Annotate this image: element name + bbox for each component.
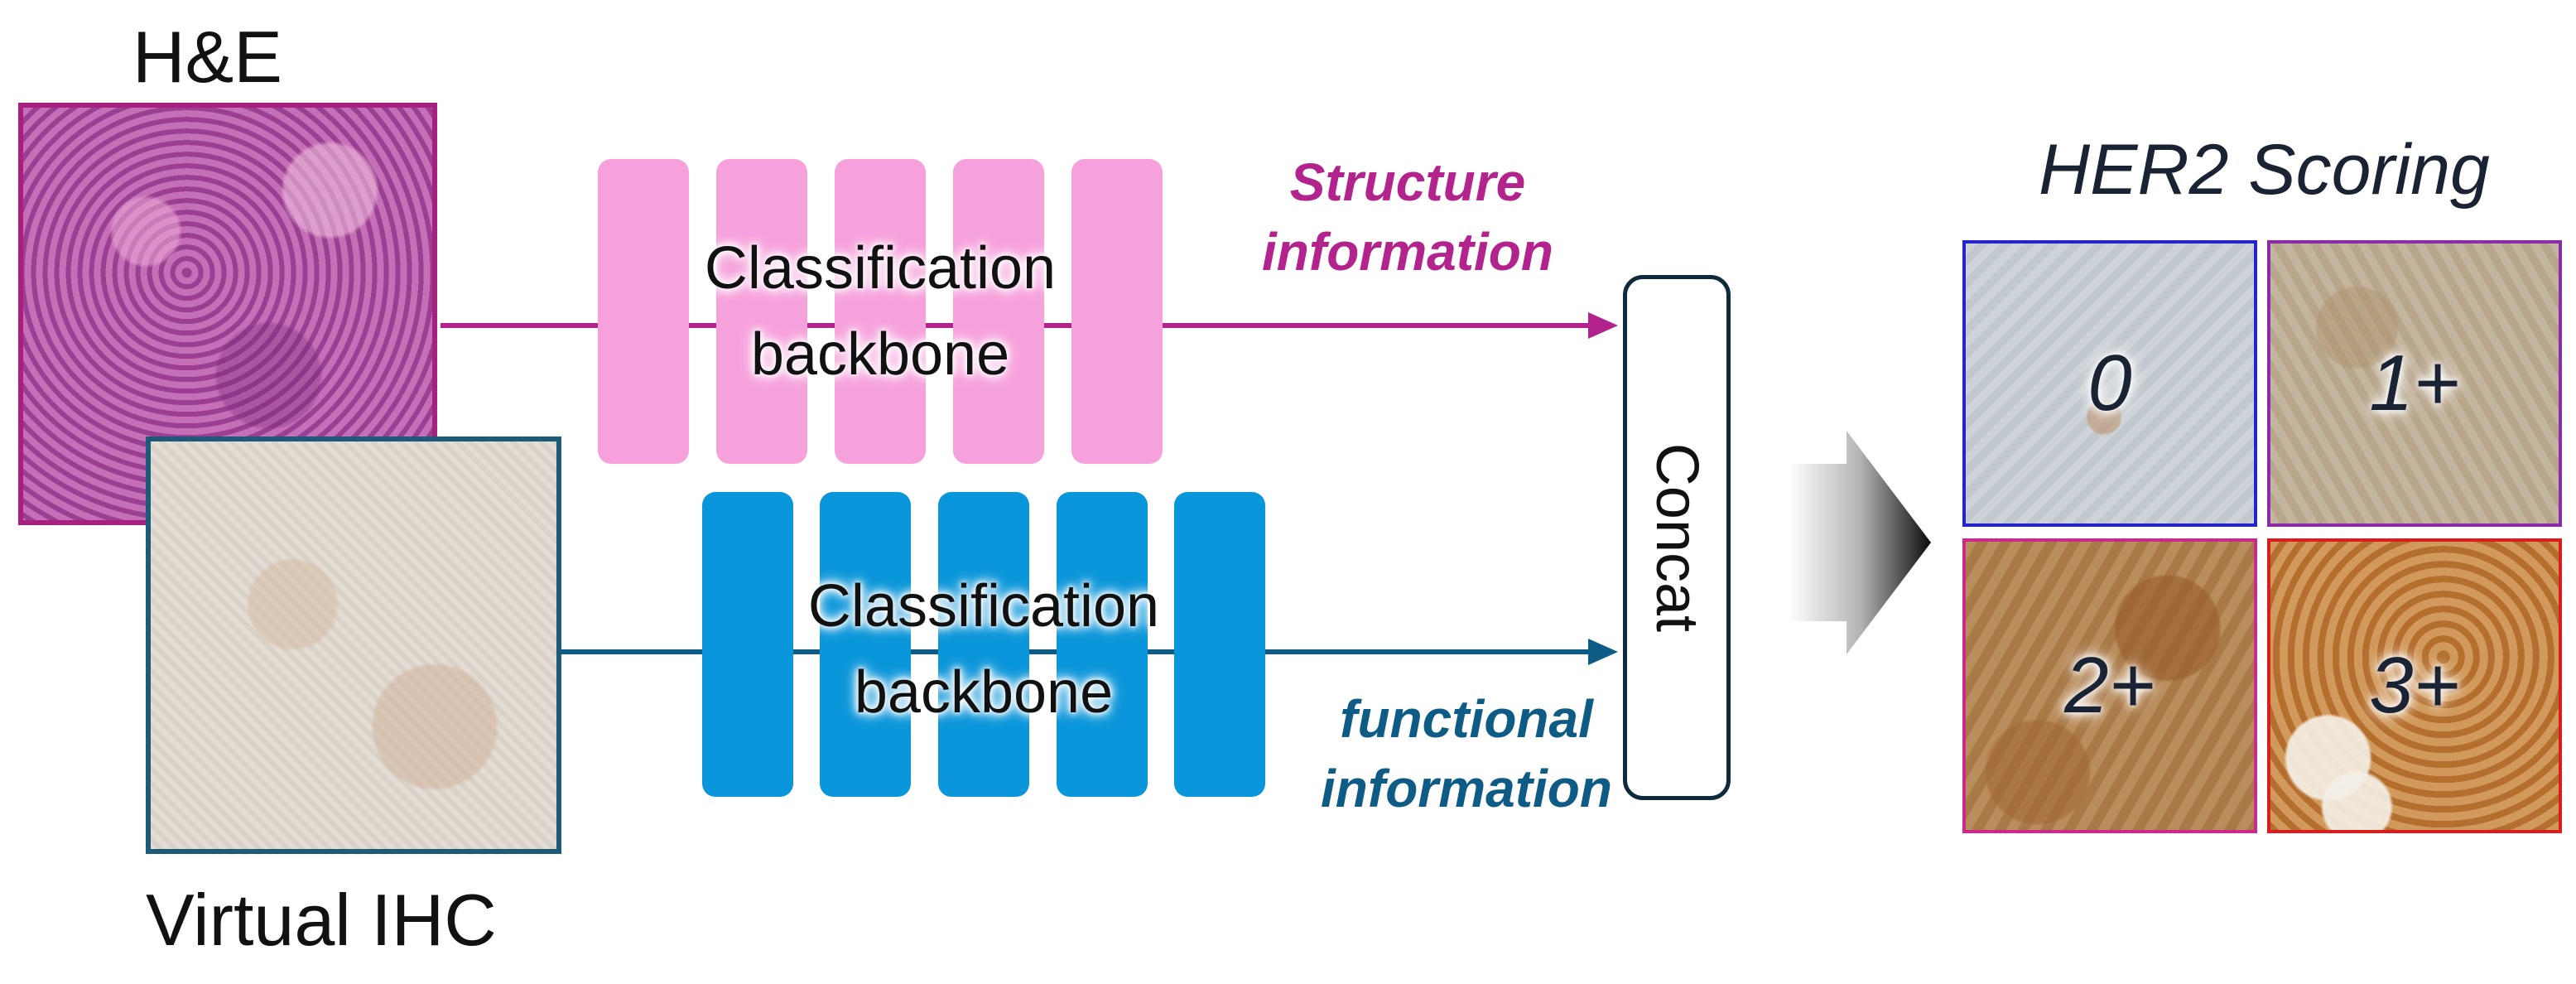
bottom-backbone-layer-4 <box>1057 492 1148 797</box>
bottom-backbone-label: Classification backbone <box>702 563 1265 736</box>
top-backbone-label-line1: Classification <box>704 235 1057 301</box>
score-2plus-label: 2+ <box>2064 641 2155 730</box>
concat-block[interactable]: Concat <box>1623 275 1731 800</box>
her2-scoring-title: HER2 Scoring <box>2039 130 2490 210</box>
top-backbone-layer-3 <box>835 159 926 464</box>
bottom-backbone-label-line1: Classification <box>807 573 1160 639</box>
concat-label: Concat <box>1644 442 1710 633</box>
bottom-backbone-layer-1 <box>702 492 793 797</box>
bottom-backbone-layer-2 <box>820 492 911 797</box>
virtual-ihc-label: Virtual IHC <box>146 879 497 961</box>
score-tile-2plus: 2+ <box>1962 538 2257 833</box>
score-tile-0: 0 <box>1962 240 2257 527</box>
top-backbone-layer-2 <box>716 159 807 464</box>
bottom-backbone-layer-3 <box>938 492 1029 797</box>
top-backbone-layer-5 <box>1071 159 1163 464</box>
score-1plus-label: 1+ <box>2369 339 2460 427</box>
structure-info-label: Structure information <box>1225 147 1590 287</box>
he-label: H&E <box>132 16 282 98</box>
score-3plus-label: 3+ <box>2369 641 2460 730</box>
top-backbone-layer-4 <box>953 159 1044 464</box>
top-backbone-label-line2: backbone <box>750 321 1010 388</box>
bottom-backbone[interactable]: Classification backbone <box>702 492 1265 797</box>
virtual-ihc-image <box>146 437 561 854</box>
score-tile-1plus: 1+ <box>2267 240 2562 527</box>
functional-info-label: functional information <box>1288 684 1644 823</box>
functional-info-line1: functional <box>1340 689 1593 749</box>
score-tile-3plus: 3+ <box>2267 538 2562 833</box>
bottom-backbone-layer-5 <box>1174 492 1265 797</box>
top-backbone-label: Classification backbone <box>598 225 1163 398</box>
output-arrow <box>1789 431 1931 654</box>
top-backbone-layer-1 <box>598 159 689 464</box>
functional-info-line2: information <box>1321 759 1612 818</box>
bottom-backbone-label-line2: backbone <box>854 659 1114 726</box>
functional-arrow-head <box>1588 639 1618 665</box>
structure-info-line1: Structure <box>1289 152 1526 212</box>
score-0-label: 0 <box>2087 339 2132 427</box>
top-backbone[interactable]: Classification backbone <box>598 159 1163 464</box>
structure-arrow-head <box>1588 312 1618 339</box>
structure-info-line2: information <box>1262 222 1553 282</box>
